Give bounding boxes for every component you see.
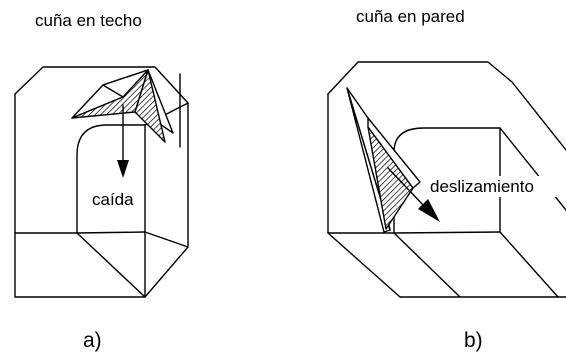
panel-a-fall-arrow: [117, 104, 129, 178]
panel-b-slide-arrow: [387, 167, 440, 222]
panel-b-title: cuña en pared: [356, 7, 465, 26]
panel-b-caption: b): [464, 329, 483, 352]
panel-b-wall-wedge: [346, 87, 421, 233]
panel-b-arrow-label: deslizamiento: [430, 177, 534, 196]
panel-a-title: cuña en techo: [35, 11, 142, 30]
panel-a-arrow-label: caída: [92, 190, 134, 209]
panel-b-label-backdrop: [428, 176, 566, 197]
panel-a-caption: a): [83, 329, 102, 352]
panel-b: cuña en pared deslizamiento b): [327, 7, 566, 352]
panel-a-roof-wedge: [71, 69, 174, 143]
panel-a: cuña en techo caída a): [14, 11, 189, 352]
